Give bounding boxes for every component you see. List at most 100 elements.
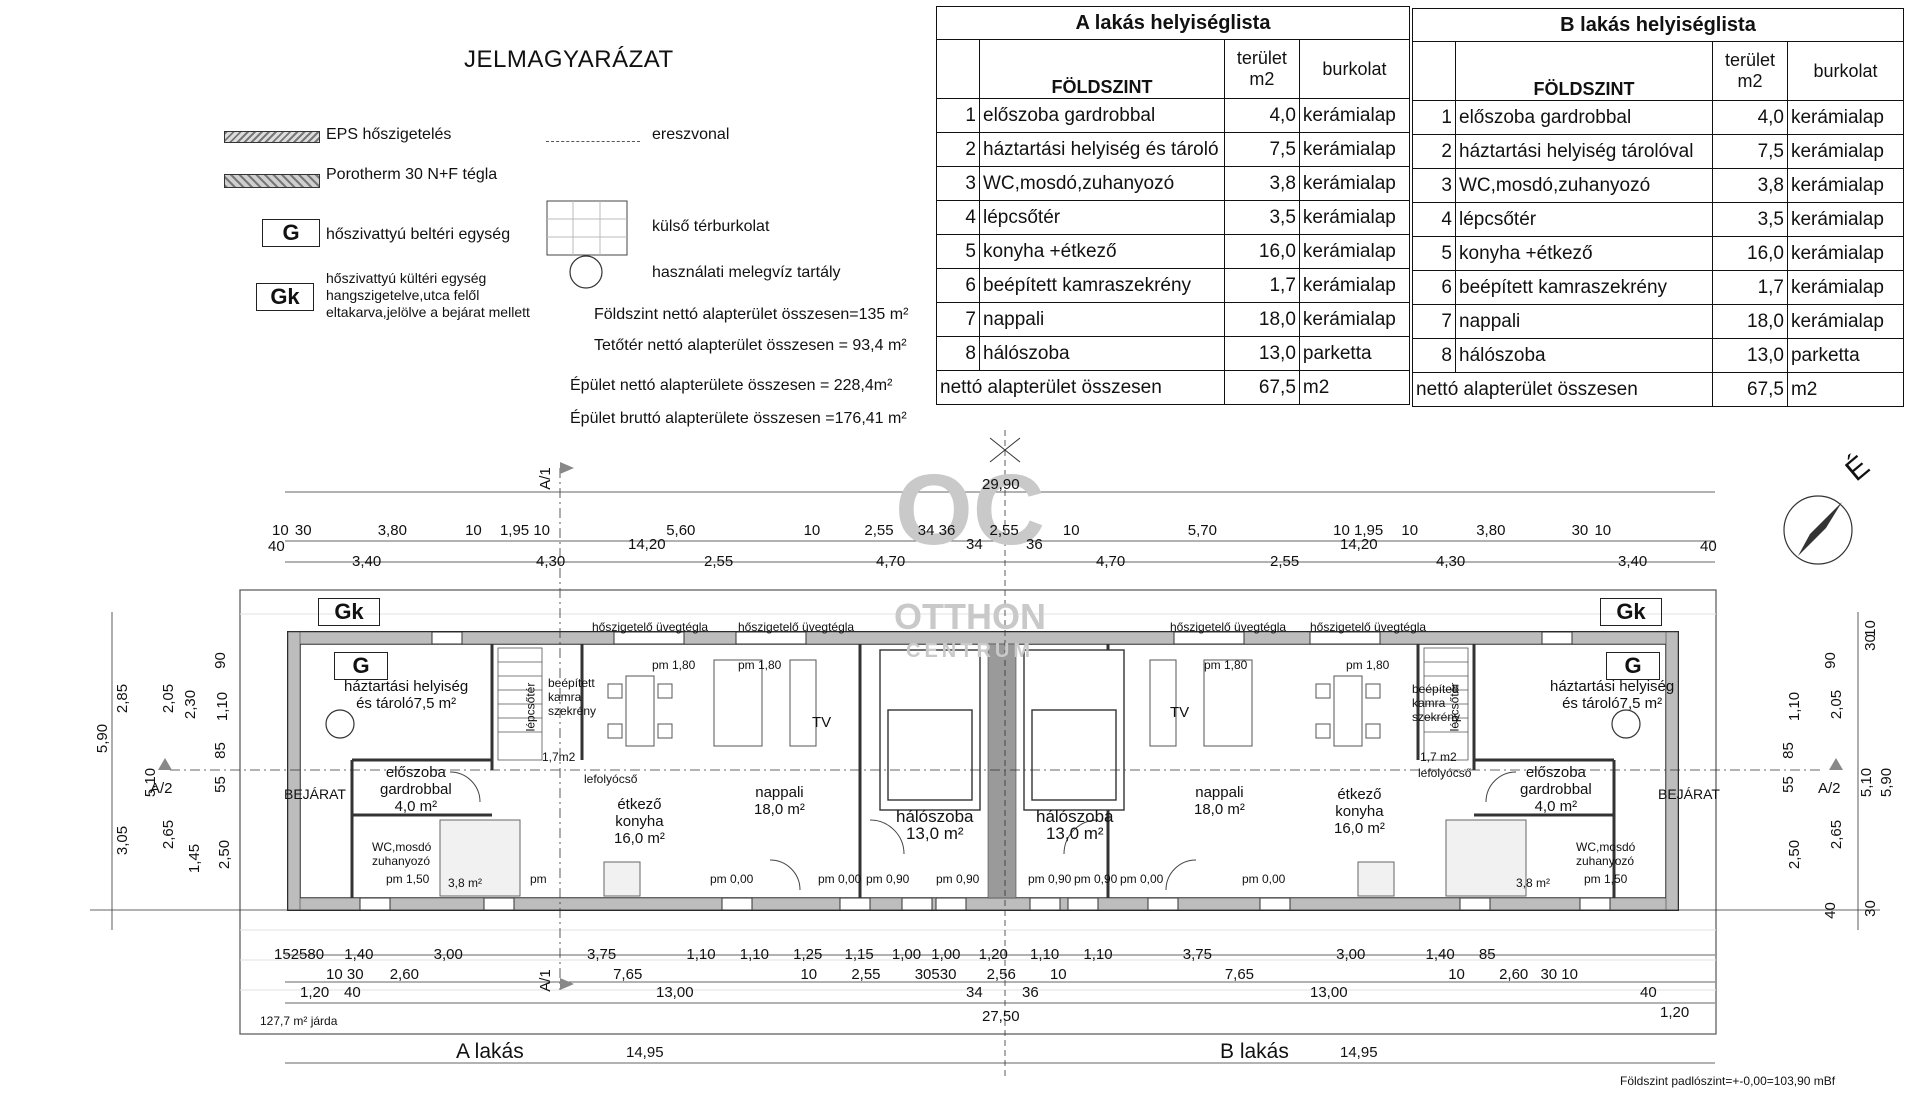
room-b-kitchen-area: 16,0 m²	[1334, 820, 1385, 837]
legend-tank-label: használati melegvíz tartály	[652, 264, 841, 281]
table-a-row-name: háztartási helyiség és tároló	[979, 132, 1225, 167]
table-b-row-finish: kerámialap	[1786, 100, 1905, 135]
dim-b3-0: 1,20	[300, 984, 330, 1001]
table-b-row-area: 3,5	[1711, 202, 1788, 237]
dim-b2-8: 30	[939, 966, 957, 983]
room-a-kitchen-name: étkező konyha	[615, 796, 664, 830]
paving-swatch	[546, 200, 628, 256]
dim-t3-1: 4,30	[536, 553, 566, 570]
dim-r-6: 55	[1779, 776, 1797, 793]
dim-b2-3: 7,65	[613, 966, 643, 983]
dim-t1-5: 10	[533, 522, 551, 539]
dim-b2-2: 2,60	[389, 966, 419, 983]
section-arrows	[158, 462, 1843, 990]
dim-b2-6: 30	[914, 966, 932, 983]
stat-building-gross: Épület bruttó alapterülete összesen =176…	[570, 410, 907, 427]
legend-title: JELMAGYARÁZAT	[464, 46, 674, 73]
table-b-row-number: 3	[1412, 168, 1456, 203]
pm-b-3: pm 0,90	[1028, 872, 1072, 886]
dim-b1-5: 3,75	[586, 946, 617, 963]
section-label-right: A/2	[1818, 780, 1841, 797]
flat-b-label: B lakás	[1220, 1040, 1289, 1063]
dim-t2-0: 40	[268, 538, 285, 555]
pm-a-5: pm 0,90	[866, 872, 910, 886]
table-b-row-finish: kerámialap	[1786, 270, 1905, 305]
dim-b3-4: 36	[1022, 984, 1039, 1001]
dim-r-10: 5,90	[1878, 767, 1896, 798]
center-symbol	[989, 437, 1021, 463]
table-b-row-finish: kerámialap	[1786, 202, 1905, 237]
table-a-row-finish: parketta	[1298, 336, 1411, 371]
dim-b2-11: 7,65	[1224, 966, 1255, 983]
pm-b-2: pm 1,80	[1346, 658, 1390, 672]
dim-r-7: 2,50	[1786, 839, 1804, 870]
table-b-title: B lakás helyiséglista	[1412, 8, 1904, 42]
table-b-total-area: 67,5	[1711, 372, 1788, 407]
dim-t1-1: 30	[294, 522, 312, 539]
room-b-utility-name: háztartási helyiség és tároló	[1550, 678, 1675, 712]
dim-b2-4: 10	[800, 966, 818, 983]
gk-symbol: Gk	[256, 283, 314, 311]
table-b-row-number: 2	[1412, 134, 1456, 169]
dim-l-0: 5,90	[94, 723, 112, 754]
dim-t3-2: 2,55	[704, 553, 734, 570]
table-a-row-finish: kerámialap	[1298, 268, 1411, 303]
dim-t1-18: 30	[1571, 522, 1589, 539]
table-a-row-area: 3,5	[1223, 200, 1300, 235]
room-b-utility-area: 7,5 m²	[1619, 695, 1663, 712]
dim-r-3: 1,10	[1786, 691, 1804, 722]
gk-text-line-2: hangszigetelve,utca felől	[326, 287, 480, 303]
room-a-wc-area: 3,8 m²	[448, 876, 483, 890]
room-a-hall-area: 4,0 m²	[394, 798, 438, 815]
dim-b1-4: 3,00	[433, 946, 463, 963]
table-b-row-finish: kerámialap	[1786, 134, 1905, 169]
dim-t3-6: 4,30	[1436, 553, 1466, 570]
dim-t3-0: 3,40	[352, 553, 382, 570]
window-note-a1: hőszigetelő üvegtégla	[592, 620, 709, 634]
dim-b3-5: 13,00	[1310, 984, 1348, 1001]
table-b-total-unit: m2	[1786, 372, 1905, 407]
entrance-a: BEJÁRAT	[284, 786, 346, 802]
entrance-b: BEJÁRAT	[1658, 786, 1720, 802]
floor-level-note: Földszint padlószint=+-0,00=103,90 mBf	[1620, 1074, 1836, 1088]
dim-l-6: 90	[211, 652, 229, 669]
stat-ground-net: Földszint nettó alapterület összesen=135…	[594, 306, 909, 323]
flat-a-width: 14,95	[626, 1044, 664, 1061]
dim-t1-2: 3,80	[377, 522, 407, 539]
table-a-area-header-2: m2	[1249, 69, 1275, 89]
dim-t1-10: 36	[938, 522, 956, 539]
dim-t3-3: 4,70	[876, 553, 906, 570]
dim-r-9: 5,10	[1858, 767, 1876, 798]
dim-b2-14: 30	[1540, 966, 1558, 983]
table-a-row-finish: kerámialap	[1298, 132, 1411, 167]
dim-b1-14: 1,10	[1083, 946, 1113, 963]
flat-a-label: A lakás	[456, 1040, 524, 1063]
pm-a-wc: pm 1,50	[386, 872, 430, 886]
dim-b1-0: 15	[274, 946, 291, 963]
pm-a-1: pm 1,80	[652, 658, 696, 672]
dim-b1-6: 1,10	[686, 946, 716, 963]
dim-t1-19: 10	[1594, 522, 1612, 539]
top-dim-row-1: 10 30 3,80 10 1,95 10 5,60 10 2,55 34 36…	[272, 522, 1611, 539]
room-a-bed-name: hálószoba	[896, 807, 974, 826]
dim-t3-7: 3,40	[1618, 553, 1648, 570]
table-a-title: A lakás helyiséglista	[936, 6, 1410, 40]
dim-t2-1: 14,20	[628, 536, 666, 553]
table-a-row-number: 3	[936, 166, 980, 201]
dim-b2-0: 10	[326, 966, 343, 983]
table-b-row-number: 7	[1412, 304, 1456, 339]
table-a-row-area: 1,7	[1223, 268, 1300, 303]
dim-b1-16: 3,00	[1336, 946, 1366, 963]
dim-b3-2: 13,00	[656, 984, 694, 1001]
dim-b1-11: 1,00	[931, 946, 961, 963]
dim-b1-10: 1,00	[891, 946, 922, 963]
